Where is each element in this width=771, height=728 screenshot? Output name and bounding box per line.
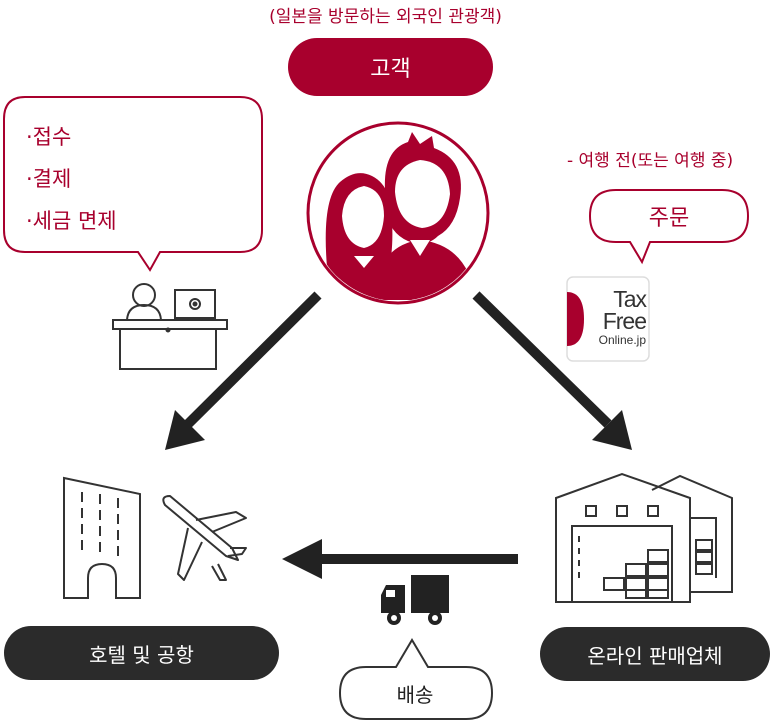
customer-subtitle: (일본을 방문하는 외국인 관광객)	[269, 7, 502, 27]
customers-icon	[306, 121, 490, 305]
online-seller-label: 온라인 판매업체	[540, 627, 770, 681]
hotel-airport-label-text: 호텔 및 공항	[89, 642, 194, 667]
taxfree-logo	[566, 276, 650, 362]
hotel-building-icon	[63, 476, 141, 599]
shipping-bubble	[338, 638, 494, 720]
taxfree-logo-text: Tax Free Online.jp	[594, 286, 647, 348]
order-label: 주문	[648, 206, 690, 231]
airplane-icon	[162, 495, 247, 581]
order-timing-note: - 여행 전(또는 여행 중)	[567, 151, 734, 171]
reception-desk-icon	[112, 283, 228, 370]
logo-line-tax: Tax	[613, 286, 647, 312]
arrow-customer-to-hotel	[165, 291, 322, 450]
order-bubble	[588, 189, 750, 265]
online-seller-label-text: 온라인 판매업체	[587, 643, 723, 668]
arrow-online-to-hotel	[282, 539, 518, 579]
logo-line-free: Free	[602, 308, 647, 334]
customer-label-text: 고객	[370, 57, 411, 82]
shipping-label: 배송	[396, 682, 434, 707]
logo-line-domain: Online.jp	[598, 333, 646, 347]
arrow-customer-to-online	[472, 291, 632, 450]
reception-item-checkin: ·접수	[26, 125, 72, 149]
reception-item-payment: ·결제	[26, 167, 72, 191]
truck-icon	[381, 575, 449, 625]
reception-bubble	[3, 96, 263, 272]
hotel-airport-label: 호텔 및 공항	[4, 626, 279, 680]
reception-item-tax-exemption: ·세금 면제	[26, 209, 117, 233]
warehouse-icon	[555, 472, 733, 603]
customer-label: 고객	[288, 38, 493, 96]
reception-list: ·접수 ·결제 ·세금 면제	[26, 116, 117, 242]
